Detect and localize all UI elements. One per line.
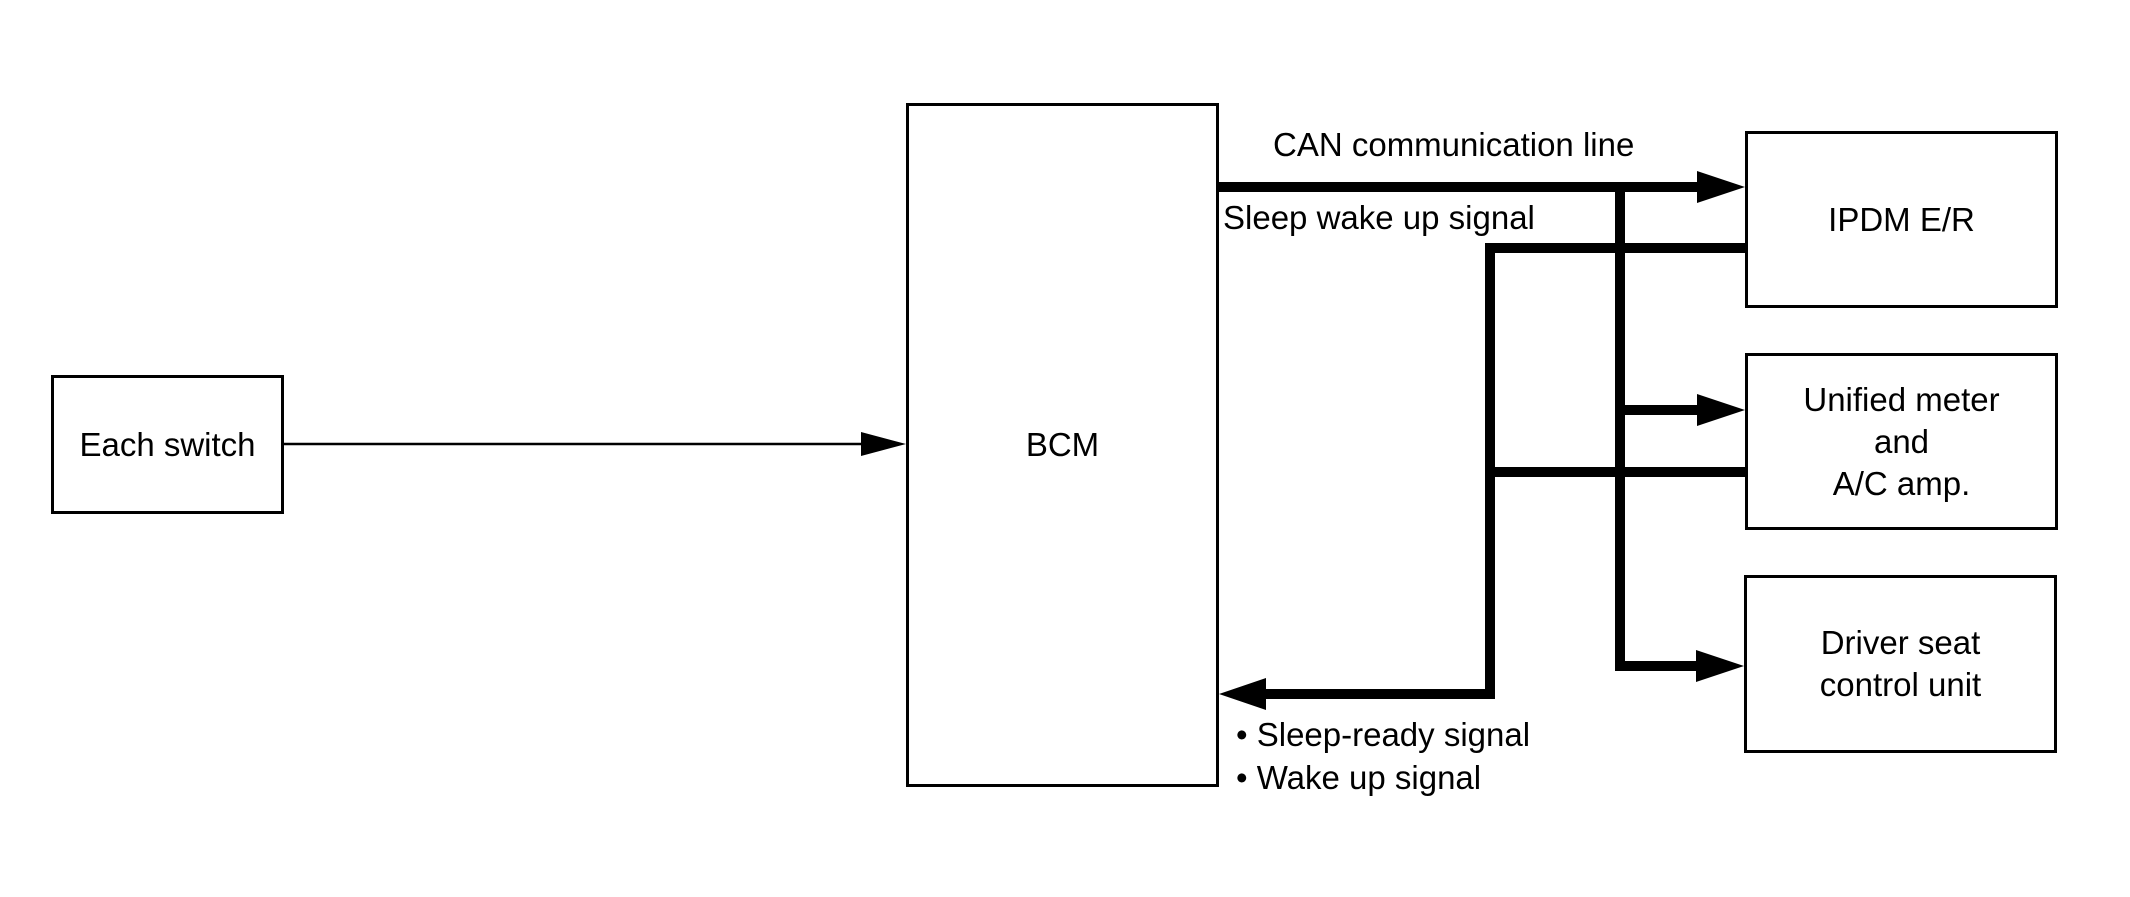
can-branch-line bbox=[1615, 187, 1699, 671]
bcm-label: BCM bbox=[1025, 426, 1100, 463]
bcm-box: BCM bbox=[906, 103, 1219, 787]
unified-meter-ac-amp-label: Unified meter and A/C amp. bbox=[1803, 380, 2000, 502]
each-switch-box: Each switch bbox=[51, 375, 284, 514]
each-switch-label: Each switch bbox=[79, 425, 256, 463]
sleep-ready-signal-label: • Sleep-ready signal bbox=[1236, 716, 1531, 753]
sleep-wake-up-signal-label: Sleep wake up signal bbox=[1223, 199, 1535, 236]
can-arrowhead-unified-meter bbox=[1697, 394, 1745, 426]
can-arrowhead-ipdm bbox=[1697, 171, 1745, 203]
driver-seat-control-unit-box: Driver seat control unit bbox=[1744, 575, 2057, 753]
each-switch-to-bcm-arrowhead bbox=[861, 432, 906, 456]
unified-meter-ac-amp-box: Unified meter and A/C amp. bbox=[1745, 353, 2058, 530]
can-arrowhead-driver-seat bbox=[1696, 650, 1744, 682]
return-arrowhead-bcm bbox=[1219, 678, 1266, 710]
can-communication-line-label: CAN communication line bbox=[1273, 126, 1635, 163]
ipdm-er-label: IPDM E/R bbox=[1828, 200, 1975, 238]
driver-seat-control-unit-label: Driver seat control unit bbox=[1819, 624, 1982, 703]
wake-up-signal-label: • Wake up signal bbox=[1236, 759, 1482, 796]
ipdm-er-box: IPDM E/R bbox=[1745, 131, 2058, 308]
